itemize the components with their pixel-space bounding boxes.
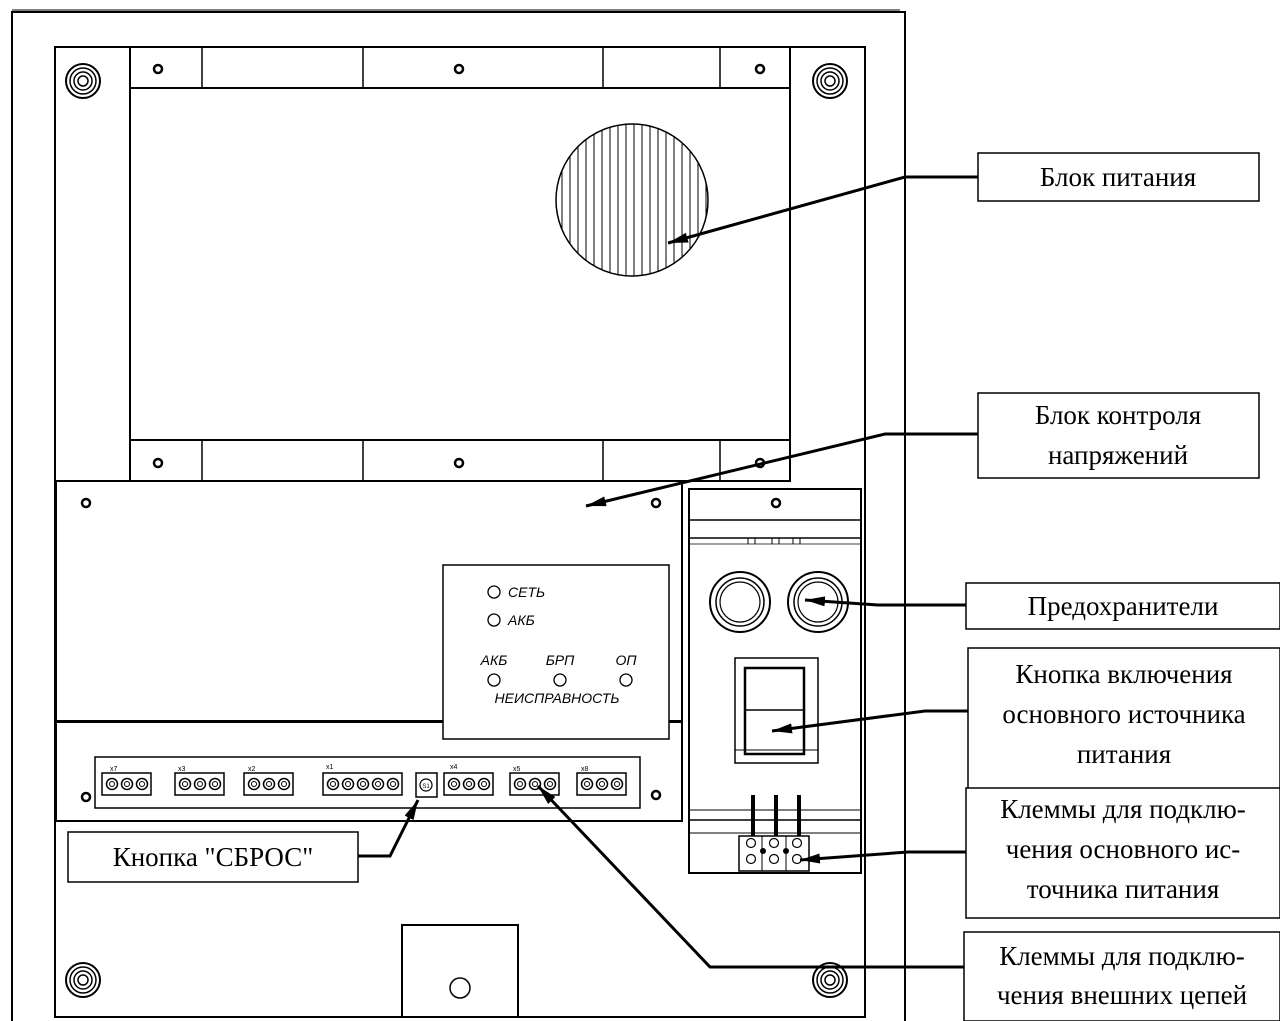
indicator-panel: СЕТЬ АКБ АКБ БРП ОП НЕИСПРАВНОСТЬ [442,564,670,740]
callout-power-unit-text: Блок питания [1040,162,1196,192]
callout-voltage-monitor: Блок контроля напряжений [977,392,1260,479]
callout-main-switch: Кнопка включения основного источника пит… [967,647,1280,799]
callout-main-switch-line-1: Кнопка включения [1015,659,1232,689]
led-label-network: СЕТЬ [508,584,545,600]
terminal-label-x4: x4 [450,764,458,771]
fault-label-op: ОП [615,652,637,668]
callout-main-switch-line-2: основного источника [1002,699,1245,729]
power-supply-unit [129,46,791,482]
terminal-label-x7: x7 [110,766,118,773]
terminal-strip: x7 x3 x2 x1 x4 x5 x8 S1 [94,756,641,809]
callout-fuses-text: Предохранители [1028,591,1219,621]
callout-voltage-monitor-line-2: напряжений [1048,440,1188,470]
leader-lines [358,175,978,969]
main-terminals [738,795,810,872]
fault-label-brp: БРП [546,652,575,668]
callout-reset-button: Кнопка "СБРОС" [67,831,359,883]
led-label-battery: АКБ [507,612,535,628]
callout-main-terminals-line-3: точника питания [1027,874,1220,904]
callout-main-switch-line-3: питания [1077,739,1171,769]
fuse-left [709,571,771,633]
callout-external-terminals-line-2: чения внешних цепей [997,980,1247,1010]
din-module [688,488,862,874]
fault-title: НЕИСПРАВНОСТЬ [495,690,620,706]
callout-power-unit: Блок питания [977,152,1260,202]
terminal-label-x1: x1 [326,764,334,771]
callout-voltage-monitor-line-1: Блок контроля [1035,400,1201,430]
bottom-bracket [401,924,519,1017]
terminal-label-x2: x2 [248,766,256,773]
callout-main-terminals: Клеммы для подклю- чения основного ис- т… [965,787,1280,919]
callout-main-terminals-line-1: Клеммы для подклю- [1000,794,1246,824]
terminal-label-x5: x5 [513,766,521,773]
callout-main-terminals-line-2: чения основного ис- [1006,834,1241,864]
speaker-grille [555,123,709,277]
callout-external-terminals: Клеммы для подклю- чения внешних цепей [963,931,1280,1021]
callout-external-terminals-line-1: Клеммы для подклю- [999,941,1245,971]
callout-fuses: Предохранители [965,582,1280,630]
terminal-label-x3: x3 [178,766,186,773]
fault-label-akb: АКБ [480,652,508,668]
reset-switch-label: S1 [422,784,430,790]
callout-reset-button-text: Кнопка "СБРОС" [113,842,314,872]
terminal-label-x8: x8 [581,766,589,773]
main-power-switch [734,657,819,764]
